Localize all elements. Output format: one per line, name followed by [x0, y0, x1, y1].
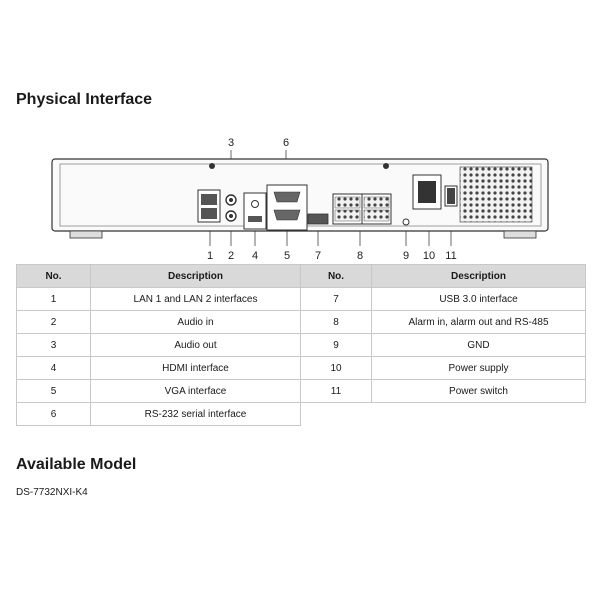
table-row: 3 Audio out 9 GND [16, 333, 586, 357]
column-header-description: Description [90, 264, 301, 288]
cell-empty [372, 403, 586, 426]
cell-description: USB 3.0 interface [371, 287, 586, 311]
nvr-rear-panel-diagram: 3 6 1 2 4 5 7 8 9 10 11 [51, 137, 549, 262]
cell-description: Power supply [371, 356, 586, 380]
column-header-description: Description [371, 264, 586, 288]
callout-number: 9 [403, 250, 409, 262]
cell-number: 5 [16, 379, 91, 403]
cell-number: 6 [16, 402, 91, 426]
interface-table: No. Description No. Description 1 LAN 1 … [16, 264, 586, 426]
callout-number: 4 [252, 250, 258, 262]
callout-number: 6 [283, 137, 289, 149]
cell-number: 11 [300, 379, 372, 403]
cell-description: Audio out [90, 333, 301, 357]
callout-number: 1 [207, 250, 213, 262]
table-row: 4 HDMI interface 10 Power supply [16, 356, 586, 380]
cell-description: Audio in [90, 310, 301, 334]
section-title-available-model: Available Model [16, 456, 137, 473]
table-row: 5 VGA interface 11 Power switch [16, 379, 586, 403]
table-header-row: No. Description No. Description [16, 264, 586, 288]
column-header-number: No. [16, 264, 91, 288]
callout-number: 11 [445, 250, 456, 262]
alarm-terminal-blocks [332, 193, 392, 225]
callout-number: 10 [423, 250, 435, 262]
cell-number: 1 [16, 287, 91, 311]
cell-description: VGA interface [90, 379, 301, 403]
model-number: DS-7732NXI-K4 [16, 487, 88, 498]
vga-rs232-ports [266, 184, 308, 231]
lan-ports [197, 189, 221, 223]
table-row: 2 Audio in 8 Alarm in, alarm out and RS-… [16, 310, 586, 334]
column-header-number: No. [300, 264, 372, 288]
table-row: 1 LAN 1 and LAN 2 interfaces 7 USB 3.0 i… [16, 287, 586, 311]
section-title-physical-interface: Physical Interface [16, 91, 153, 108]
cell-description: LAN 1 and LAN 2 interfaces [90, 287, 301, 311]
cell-number: 8 [300, 310, 372, 334]
hdmi-port [243, 192, 267, 230]
callout-number: 2 [228, 250, 234, 262]
table-row: 6 RS-232 serial interface [16, 402, 586, 426]
callout-number: 7 [315, 250, 321, 262]
power-section [412, 174, 458, 210]
usb-port [307, 213, 329, 225]
cell-description: RS-232 serial interface [90, 402, 301, 426]
callout-number: 3 [228, 137, 234, 149]
cell-number: 4 [16, 356, 91, 380]
cell-description: HDMI interface [90, 356, 301, 380]
vent-grill [459, 166, 533, 223]
callout-number: 8 [357, 250, 363, 262]
cell-description: Alarm in, alarm out and RS-485 [371, 310, 586, 334]
callout-number: 5 [284, 250, 290, 262]
cell-empty [301, 403, 372, 426]
cell-number: 3 [16, 333, 91, 357]
cell-number: 9 [300, 333, 372, 357]
cell-number: 7 [300, 287, 372, 311]
cell-number: 10 [300, 356, 372, 380]
audio-jacks [225, 194, 237, 222]
cell-number: 2 [16, 310, 91, 334]
cell-description: Power switch [371, 379, 586, 403]
cell-description: GND [371, 333, 586, 357]
gnd-terminal [402, 218, 410, 226]
